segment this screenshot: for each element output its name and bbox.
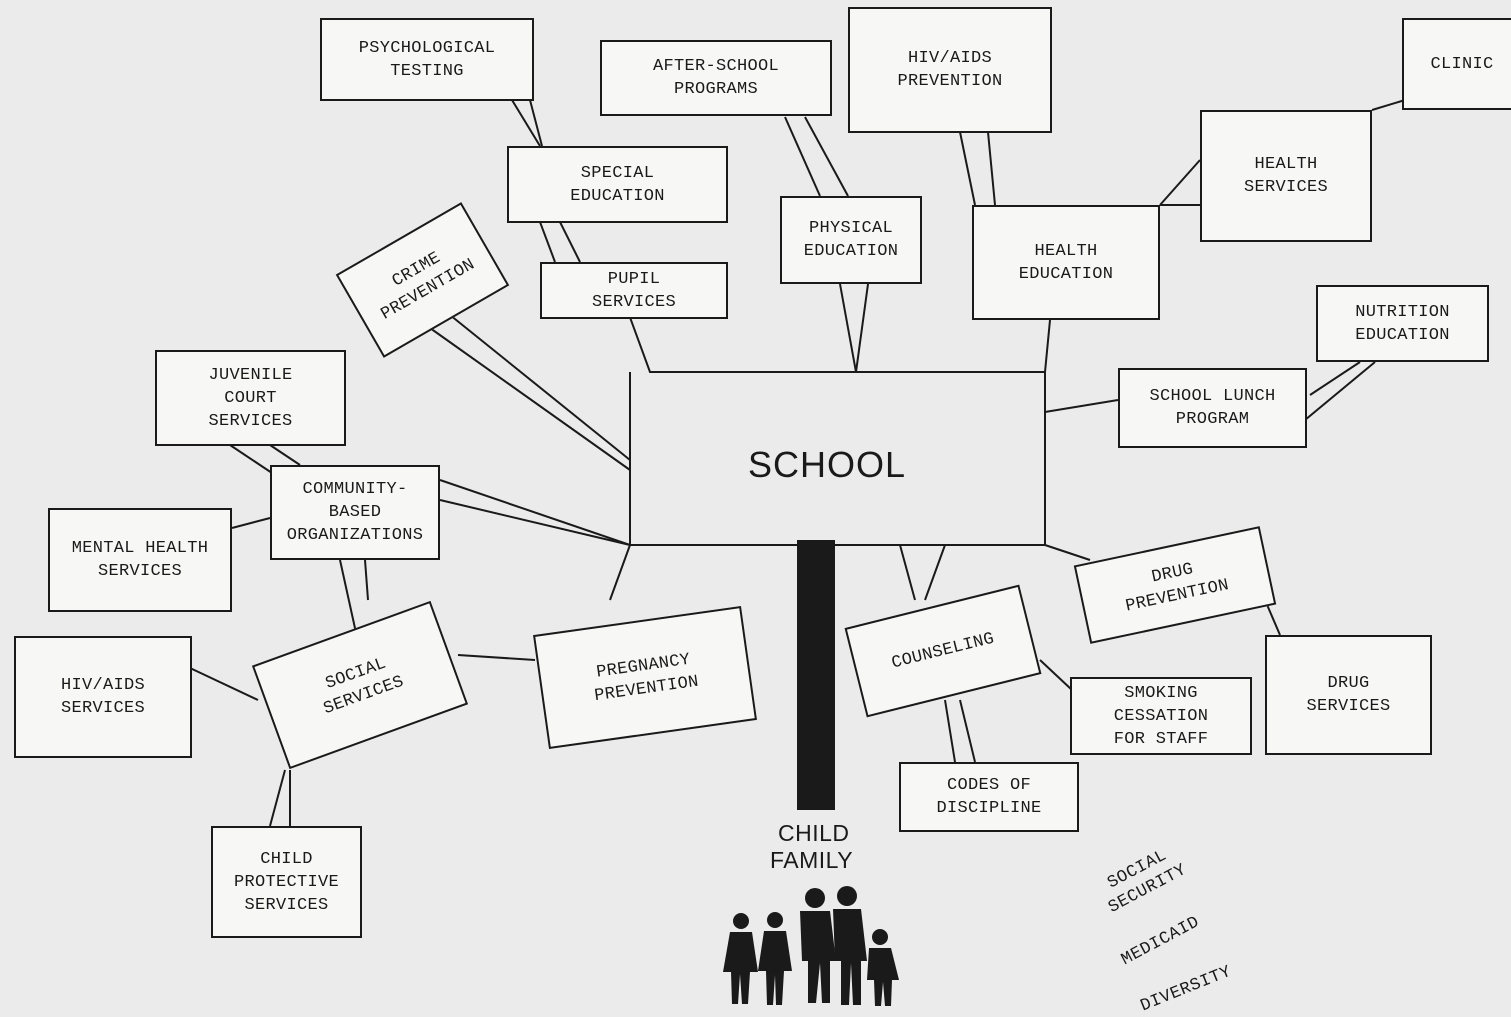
hiv-aids-prevention-box: HIV/AIDS PREVENTION [848, 7, 1052, 133]
clinic-box: CLINIC [1402, 18, 1511, 110]
school-lunch-program-box: SCHOOL LUNCH PROGRAM [1118, 368, 1307, 448]
school-label: SCHOOL [748, 444, 907, 485]
nutrition-education-box: NUTRITION EDUCATION [1316, 285, 1489, 362]
health-services-box: HEALTH SERVICES [1200, 110, 1372, 242]
child-label: CHILD [778, 820, 850, 846]
psychological-testing-box: PSYCHOLOGICAL TESTING [320, 18, 534, 101]
trunk-bar [797, 540, 835, 810]
family-silhouette-icon [723, 886, 899, 1006]
after-school-programs-box: AFTER-SCHOOL PROGRAMS [600, 40, 832, 116]
special-education-box: SPECIAL EDUCATION [507, 146, 728, 223]
physical-education-box: PHYSICAL EDUCATION [780, 196, 922, 284]
hiv-aids-services-box: HIV/AIDS SERVICES [14, 636, 192, 758]
smoking-cessation-box: SMOKING CESSATION FOR STAFF [1070, 677, 1252, 755]
family-label: FAMILY [770, 847, 854, 873]
juvenile-court-services-box: JUVENILE COURT SERVICES [155, 350, 346, 446]
community-based-organizations-box: COMMUNITY- BASED ORGANIZATIONS [270, 465, 440, 560]
pupil-services-box: PUPIL SERVICES [540, 262, 728, 319]
codes-of-discipline-box: CODES OF DISCIPLINE [899, 762, 1079, 832]
mental-health-services-box: MENTAL HEALTH SERVICES [48, 508, 232, 612]
health-education-box: HEALTH EDUCATION [972, 205, 1160, 320]
child-protective-services-box: CHILD PROTECTIVE SERVICES [211, 826, 362, 938]
drug-services-box: DRUG SERVICES [1265, 635, 1432, 755]
